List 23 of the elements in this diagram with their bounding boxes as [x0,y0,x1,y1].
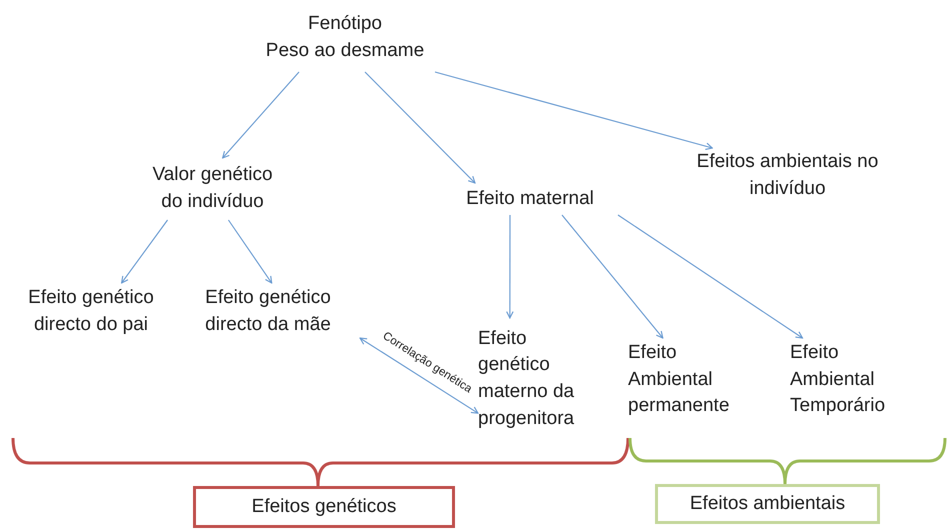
node-label: Peso ao desmame [266,39,424,63]
node-label: Efeitos ambientais no indivíduo [696,150,880,201]
arrow [562,214,664,339]
node-label: Efeito genético directo do pai [27,286,155,337]
arrow [121,220,168,284]
arrow [359,338,479,414]
arrow [222,72,300,159]
category-box [655,484,880,524]
arrow [434,71,713,150]
node-label: Efeito genético materno da progenitora [478,326,576,431]
arrow [506,215,514,319]
node-label: Efeitos genéticos [252,494,396,519]
arrow [364,72,476,184]
arrow [228,220,272,284]
node-label: Efeito Ambiental permanente [628,341,730,418]
category-box [193,486,455,528]
arrow [618,214,804,339]
node-label: Efeitos ambientais [690,492,846,516]
node-label: Valor genético do indivíduo [151,163,274,214]
node-label: Fenótipo [308,12,382,36]
node-label: Efeito maternal [466,186,594,211]
node-label: Efeito Ambiental Temporário [790,341,886,418]
node-label: Efeito genético directo da mãe [204,286,332,337]
